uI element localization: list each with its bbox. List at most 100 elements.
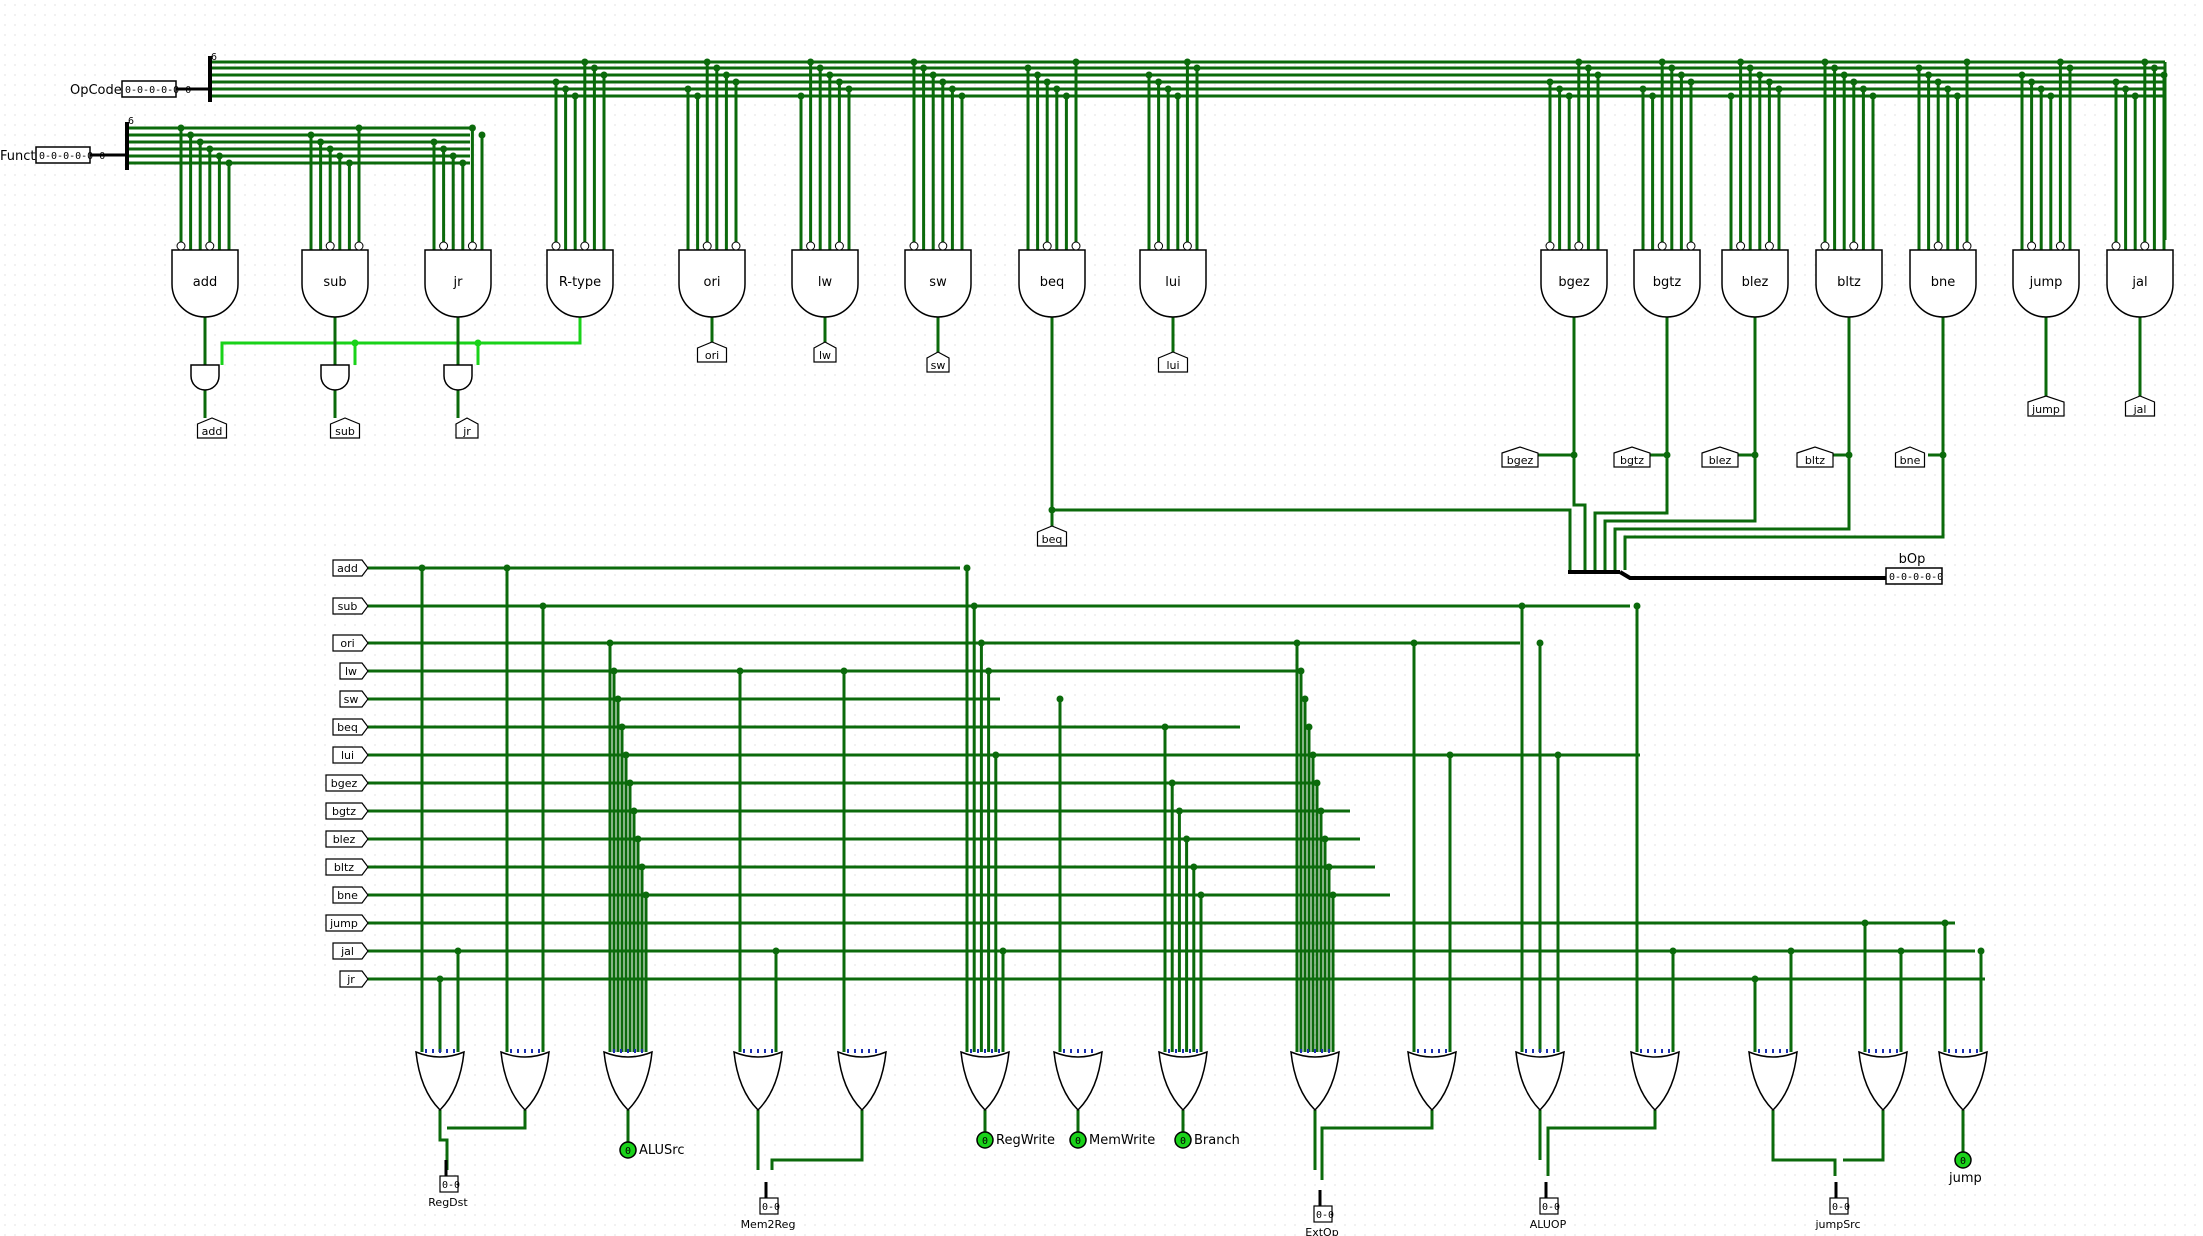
or-gate-5[interactable]	[960, 1049, 1010, 1112]
or-gate-3[interactable]	[733, 1049, 783, 1112]
wire	[1572, 455, 1587, 570]
or-gate-0[interactable]	[415, 1049, 465, 1112]
wire-junction	[2028, 78, 2036, 86]
and-gate-r-type[interactable]: R-type	[546, 249, 614, 318]
wire-junction	[1941, 919, 1949, 927]
wire-junction	[468, 124, 476, 132]
svg-text:MemWrite: MemWrite	[1089, 1133, 1155, 1148]
svg-text:sub: sub	[338, 600, 358, 613]
wire-junction	[1861, 919, 1869, 927]
and-gate-lui[interactable]: lui	[1139, 249, 1207, 318]
and-gate-bgez[interactable]: bgez	[1540, 249, 1608, 318]
or-gate-8[interactable]	[1290, 1049, 1340, 1112]
svg-text:lui: lui	[341, 749, 354, 762]
wire-junction	[1821, 58, 1829, 66]
and-gate-bltz[interactable]: bltz	[1815, 249, 1883, 318]
inverter-bubble	[1933, 241, 1943, 251]
wire-junction	[1869, 92, 1877, 100]
wire-junction	[929, 71, 937, 79]
svg-text:sw: sw	[931, 359, 946, 372]
signal-tunnel-beq: beq	[332, 718, 369, 736]
inverter-bubble	[1545, 241, 1555, 251]
and-gate-bgtz[interactable]: bgtz	[1633, 249, 1701, 318]
or-gate-9[interactable]	[1407, 1049, 1457, 1112]
and-gate-jump[interactable]: jump	[2012, 249, 2080, 318]
inverter-bubble	[1574, 241, 1584, 251]
wire-junction	[430, 138, 438, 146]
and-gate-jal[interactable]: jal	[2106, 249, 2174, 318]
wires	[129, 58, 2168, 1180]
and-gate-beq[interactable]: beq	[1018, 249, 1086, 318]
wire-junction	[1934, 78, 1942, 86]
or-gate-1[interactable]	[500, 1049, 550, 1112]
wire-junction	[610, 667, 618, 675]
wire-junction	[345, 159, 353, 167]
or-gate-11[interactable]	[1630, 1049, 1680, 1112]
wire	[220, 314, 582, 365]
svg-text:ori: ori	[340, 637, 354, 650]
opcode-input[interactable]: OpCode 0-0-0-0-0-0	[70, 80, 209, 98]
svg-text:bne: bne	[337, 889, 358, 902]
or-gate-12[interactable]	[1748, 1049, 1798, 1112]
funct-input[interactable]: Funct 0-0-0-0-0-0	[0, 146, 126, 164]
wire	[1623, 455, 1945, 570]
wire-junction	[1746, 64, 1754, 72]
or-gate-14[interactable]	[1938, 1049, 1988, 1112]
and-gate-ori[interactable]: ori	[678, 249, 746, 318]
wire-junction	[336, 152, 344, 160]
svg-text:bgez: bgez	[1507, 454, 1534, 467]
and-gate-add[interactable]: add	[171, 249, 239, 318]
or-gate-13[interactable]	[1858, 1049, 1908, 1112]
wire-junction	[1329, 891, 1337, 899]
wire-junction	[622, 751, 630, 759]
inverter-bubble	[1820, 241, 1830, 251]
svg-text:jal: jal	[340, 945, 354, 958]
tunnel-sub: sub	[329, 417, 361, 439]
wire-junction	[1072, 58, 1080, 66]
bop-bus	[1618, 570, 1886, 580]
wire-junction	[478, 131, 486, 139]
wire-junction	[2056, 58, 2064, 66]
inverter-bubble	[2140, 241, 2150, 251]
wire-junction	[571, 92, 579, 100]
or-gate-2[interactable]	[603, 1049, 653, 1112]
funct-width-tag: 6	[128, 116, 134, 127]
or-gate-6[interactable]	[1053, 1049, 1103, 1112]
svg-text:bgez: bgez	[331, 777, 358, 790]
and-gate-jr[interactable]: jr	[424, 249, 492, 318]
svg-text:jr: jr	[346, 973, 355, 986]
wire-junction	[600, 71, 608, 79]
signal-tunnel-bltz: bltz	[325, 858, 369, 876]
gate-label: R-type	[559, 275, 601, 290]
or-gate-4[interactable]	[837, 1049, 887, 1112]
svg-text:sw: sw	[344, 693, 359, 706]
or-gate-10[interactable]	[1515, 1049, 1565, 1112]
wire-junction	[816, 64, 824, 72]
and-gate-blez[interactable]: blez	[1721, 249, 1789, 318]
opcode-value: 0-0-0-0-0-0	[125, 85, 191, 96]
inverter-bubble	[1071, 241, 1081, 251]
bop-value: 0-0-0-0-0	[1889, 572, 1943, 583]
or-gate-7[interactable]	[1158, 1049, 1208, 1112]
signal-tunnel-jal: jal	[332, 942, 369, 960]
inverter-bubble	[702, 241, 712, 251]
inverter-bubble	[176, 241, 186, 251]
signal-tunnel-sw: sw	[339, 690, 369, 708]
and-gate-bne[interactable]: bne	[1909, 249, 1977, 318]
and-gate-lw[interactable]: lw	[791, 249, 859, 318]
and-gate-sw[interactable]: sw	[904, 249, 972, 318]
wire-junction	[215, 152, 223, 160]
gate-label: lui	[1165, 275, 1180, 290]
wire-junction	[1915, 64, 1923, 72]
inverter-bubble	[439, 241, 449, 251]
wire-junction	[736, 667, 744, 675]
tunnel-lw: lw	[813, 341, 837, 363]
wire-junction	[503, 564, 511, 572]
svg-text:lw: lw	[345, 665, 357, 678]
wire-junction	[634, 835, 642, 843]
and-gate-sub[interactable]: sub	[301, 249, 369, 318]
